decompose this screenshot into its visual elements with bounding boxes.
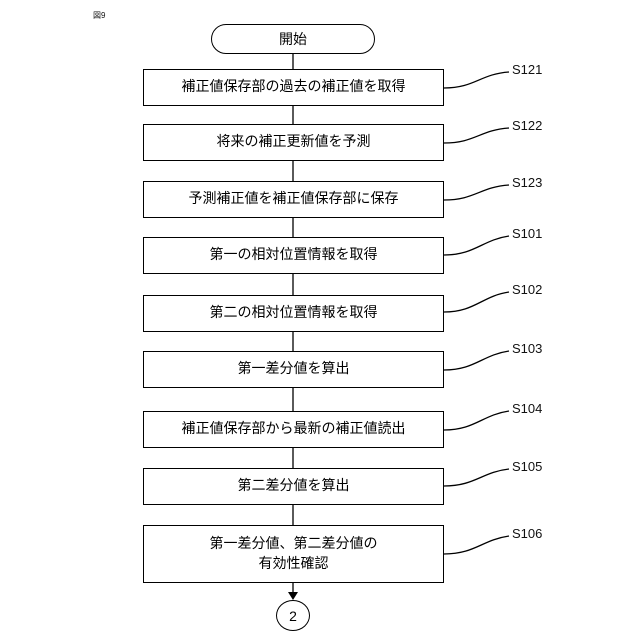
step-text: 補正値保存部の過去の補正値を取得 (182, 77, 406, 97)
step-box-s104: 補正値保存部から最新の補正値読出 (143, 411, 444, 448)
leader-line (444, 72, 509, 88)
step-box-s105: 第二差分値を算出 (143, 468, 444, 505)
step-box-s122: 将来の補正更新値を予測 (143, 124, 444, 161)
step-text-line-1: 第一差分値、第二差分値の (210, 534, 378, 554)
step-id-s105: S105 (512, 459, 542, 474)
step-text: 第一差分値を算出 (238, 359, 350, 379)
step-box-s102: 第二の相対位置情報を取得 (143, 295, 444, 332)
start-terminal: 開始 (211, 24, 375, 54)
step-box-s121: 補正値保存部の過去の補正値を取得 (143, 69, 444, 106)
leader-line (444, 236, 509, 255)
step-text: 第二の相対位置情報を取得 (210, 303, 378, 323)
step-box-s103: 第一差分値を算出 (143, 351, 444, 388)
step-id-s104: S104 (512, 401, 542, 416)
step-text-line-2: 有効性確認 (210, 554, 378, 574)
step-id-s106: S106 (512, 526, 542, 541)
leader-line (444, 536, 509, 554)
leader-line (444, 185, 509, 200)
step-text: 予測補正値を補正値保存部に保存 (189, 189, 399, 209)
arrowhead (288, 592, 298, 600)
step-box-s101: 第一の相対位置情報を取得 (143, 237, 444, 274)
start-label: 開始 (279, 29, 307, 49)
step-id-s103: S103 (512, 341, 542, 356)
step-id-s101: S101 (512, 226, 542, 241)
step-text: 将来の補正更新値を予測 (217, 132, 371, 152)
leader-line (444, 128, 509, 143)
connector-label: 2 (289, 608, 297, 624)
step-id-s123: S123 (512, 175, 542, 190)
leader-line (444, 411, 509, 430)
step-id-s122: S122 (512, 118, 542, 133)
page-connector: 2 (276, 600, 310, 631)
step-text: 第一の相対位置情報を取得 (210, 245, 378, 265)
step-text: 第二差分値を算出 (238, 476, 350, 496)
step-box-s106: 第一差分値、第二差分値の 有効性確認 (143, 525, 444, 583)
leader-line (444, 292, 509, 312)
leader-line (444, 469, 509, 486)
leader-line (444, 351, 509, 370)
step-box-s123: 予測補正値を補正値保存部に保存 (143, 181, 444, 218)
step-id-s121: S121 (512, 62, 542, 77)
step-text: 補正値保存部から最新の補正値読出 (182, 419, 406, 439)
step-id-s102: S102 (512, 282, 542, 297)
